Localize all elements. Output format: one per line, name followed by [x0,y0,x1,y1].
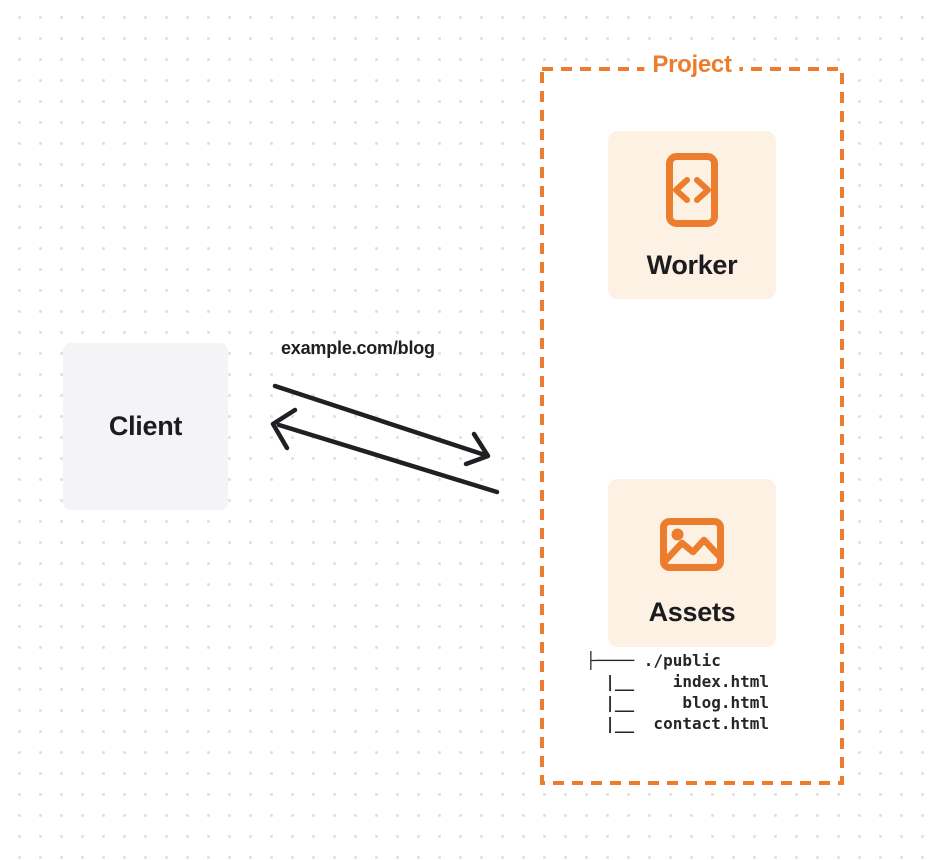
project-container: Project Worker Assets [540,51,844,785]
request-arrow-shaft [272,383,488,458]
client-label: Client [108,411,183,441]
assets-label: Assets [648,597,736,627]
response-arrow-shaft [276,422,500,495]
response-arrow-head [270,407,298,451]
code-file-icon [666,152,718,228]
request-url-label: example.com/blog [281,338,435,358]
worker-node: Worker [608,131,776,299]
request-arrow-head [463,431,491,467]
image-icon [660,517,724,571]
worker-label: Worker [646,250,738,280]
assets-node: Assets [608,479,776,647]
project-label: Project [644,51,740,79]
assets-file-tree: ├──── ./public |__ index.html |__ blog.h… [586,651,770,733]
client-node: Client [63,343,228,510]
project-dashed-border [540,67,844,785]
